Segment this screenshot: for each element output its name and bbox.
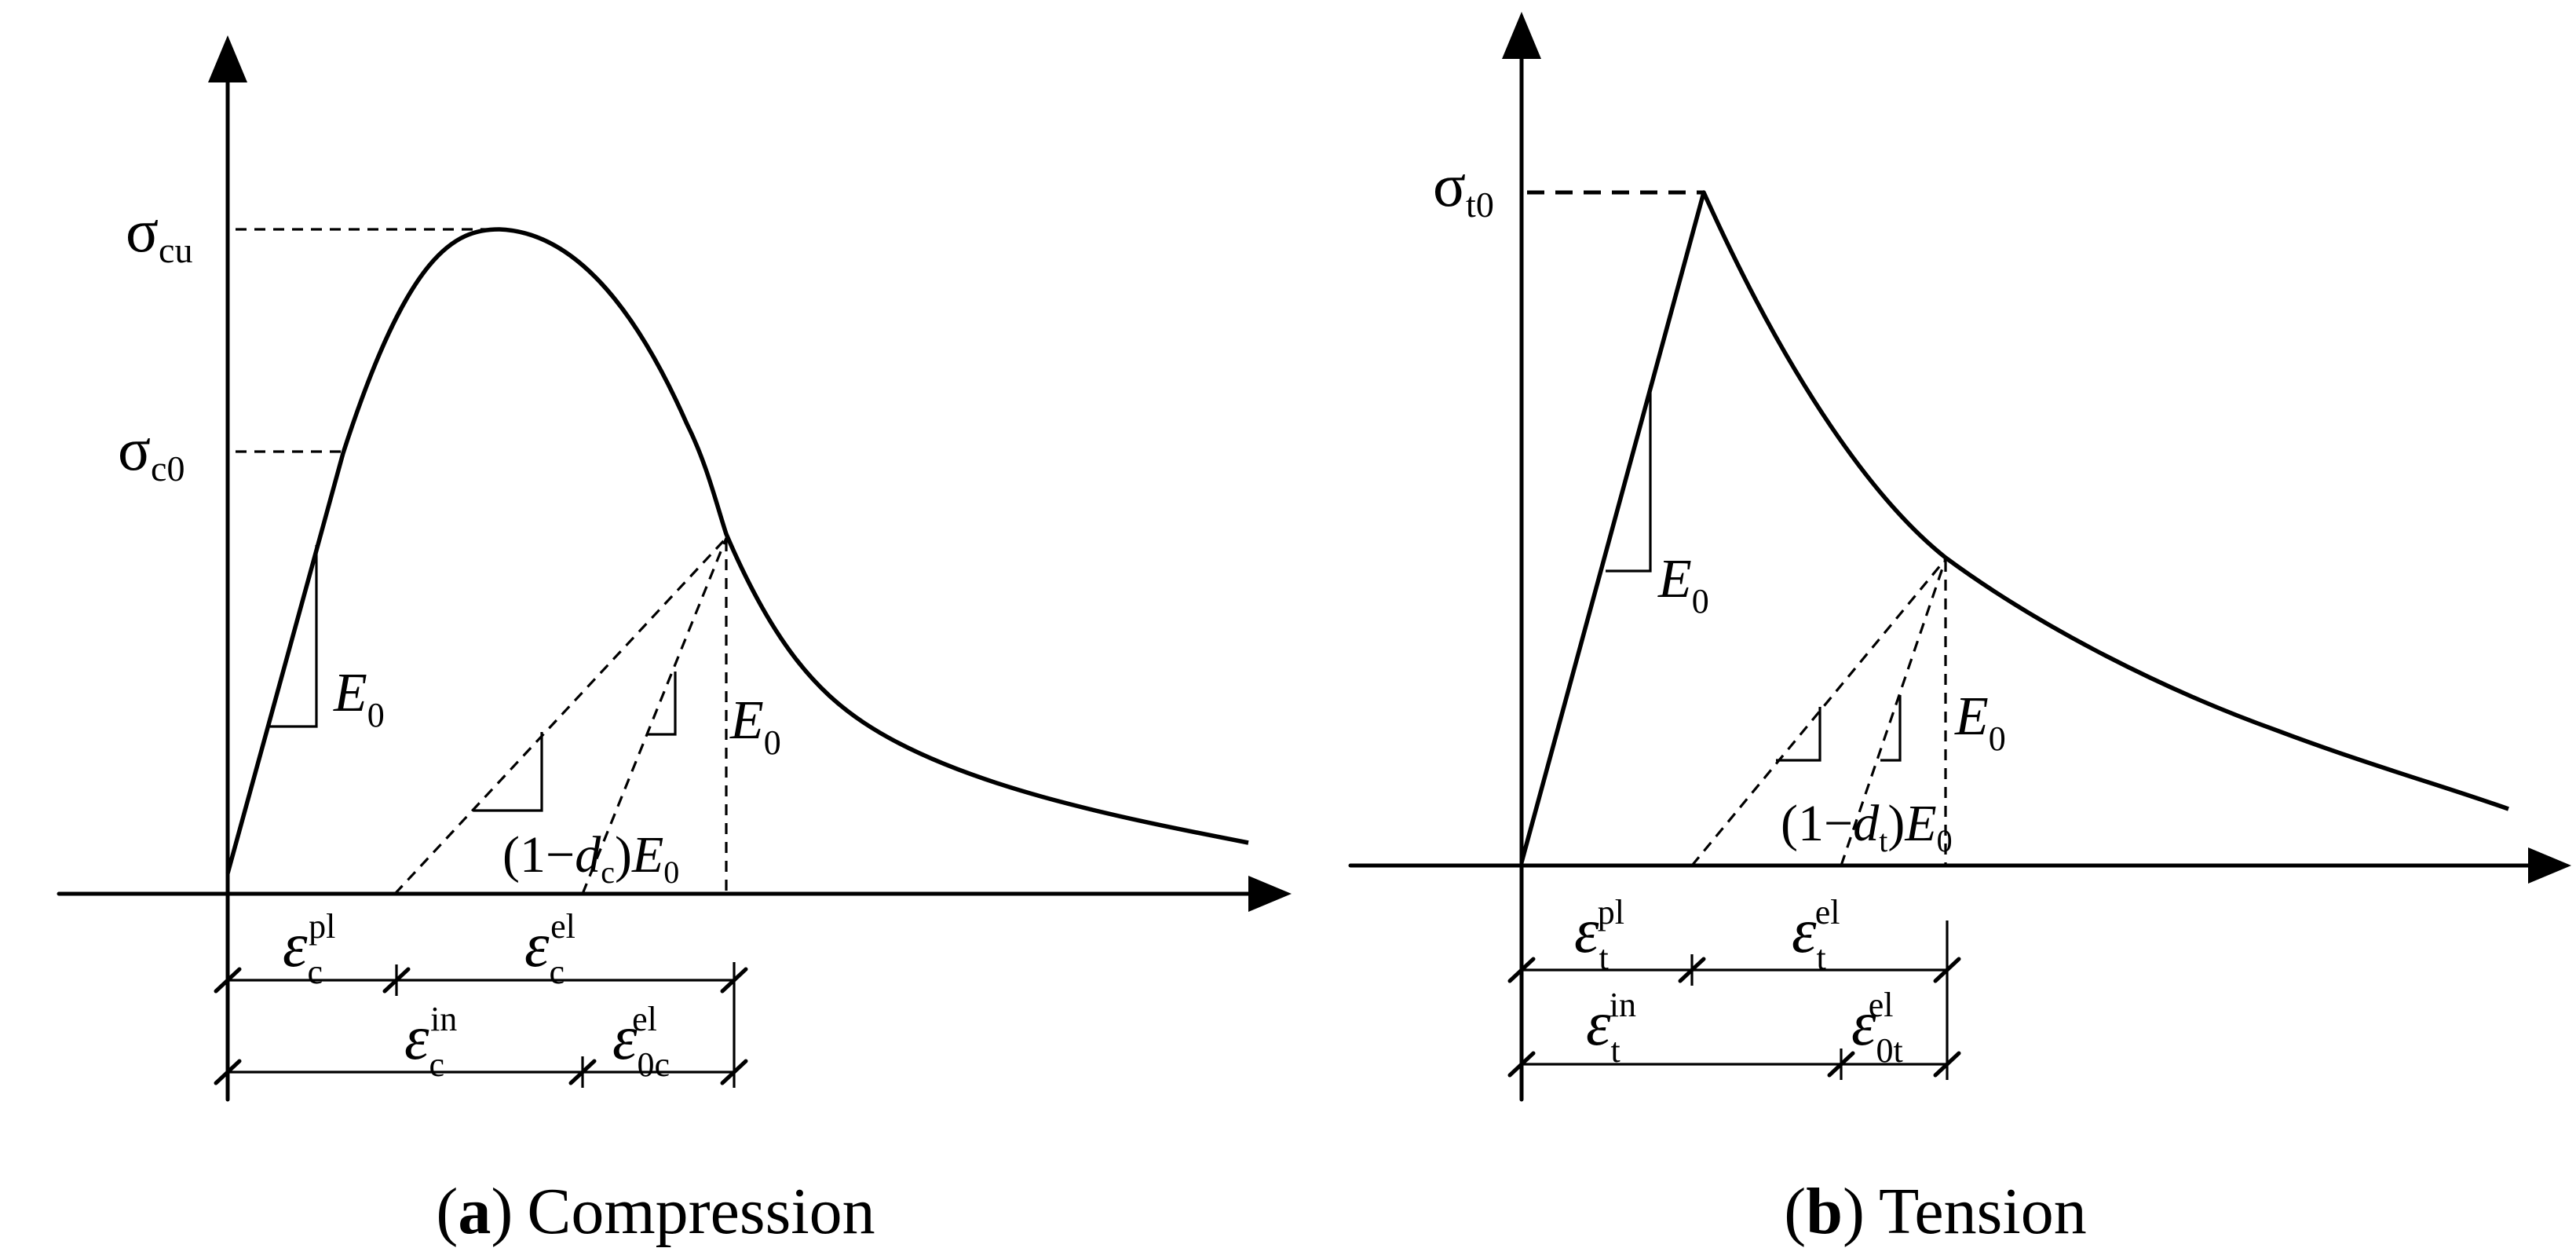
slope-triangle-damaged-b	[1776, 707, 1821, 762]
sigma-c0-label: σc0	[118, 415, 185, 489]
compression-curve	[225, 227, 1249, 874]
unloading-line-elastic-b	[1840, 558, 1947, 866]
slash-5b	[1827, 1051, 1855, 1078]
slash-4b	[1507, 1051, 1536, 1078]
caption-b: (b)Tension	[1784, 1175, 2086, 1248]
eps-0c-el-label: ε0cel	[612, 1000, 670, 1084]
slash-1b	[1507, 957, 1536, 983]
strain-axis-arrow-a	[1248, 876, 1292, 912]
E0-label-a-2: E0	[729, 690, 781, 762]
E0-label-a: E0	[333, 663, 385, 734]
eps-t-in-label: εtin	[1586, 986, 1636, 1070]
strain-axis-arrow-b	[2528, 847, 2571, 884]
sigma-cu-label: σcu	[126, 196, 192, 270]
damaged-modulus-label-b: (1−dt)E0	[1781, 795, 1953, 858]
stress-axis-arrow-a	[208, 35, 247, 82]
unloading-line-elastic-a	[581, 537, 728, 895]
caption-a: (a)Compression	[436, 1175, 875, 1248]
stress-axis-arrow-b	[1502, 12, 1541, 59]
panel-tension: σt0 E0 E0 (1−dt)E0 εtpl εtel εtin ε0tel …	[1348, 12, 2571, 1248]
eps-t-el-label: εtel	[1792, 893, 1840, 977]
panel-compression: σcu σc0 E0 E0 (1−dc)E0 εcpl εcel εcin ε0…	[57, 35, 1292, 1248]
E0-label-b-2: E0	[1954, 686, 2006, 758]
sigma-t0-label: σt0	[1433, 151, 1494, 225]
slope-triangle-E0-b	[1606, 385, 1652, 573]
slash-2b	[1678, 957, 1706, 983]
eps-c-pl-label: εcpl	[283, 907, 335, 991]
slash-6a	[720, 1059, 748, 1085]
slope-triangle-small-b	[1880, 695, 1902, 762]
slash-3a	[720, 967, 748, 994]
tension-curve	[1519, 190, 2509, 863]
slope-triangle-small-a	[648, 672, 677, 736]
slash-2a	[382, 967, 411, 994]
slope-triangle-damaged-a	[473, 732, 543, 812]
damaged-modulus-label-a: (1−dc)E0	[502, 826, 679, 890]
slash-4a	[214, 1059, 242, 1085]
eps-c-el-label: εcel	[524, 907, 575, 991]
slash-1a	[214, 967, 242, 994]
slash-6b	[1933, 1051, 1961, 1078]
eps-0t-el-label: ε0tel	[1851, 986, 1903, 1070]
slash-5a	[568, 1059, 597, 1085]
eps-t-pl-label: εtpl	[1574, 893, 1624, 977]
slash-3b	[1933, 957, 1961, 983]
eps-c-in-label: εcin	[404, 1000, 457, 1084]
E0-label-b: E0	[1657, 549, 1709, 620]
unloading-line-damaged-a	[393, 536, 728, 895]
slope-triangle-E0-a	[270, 545, 318, 728]
